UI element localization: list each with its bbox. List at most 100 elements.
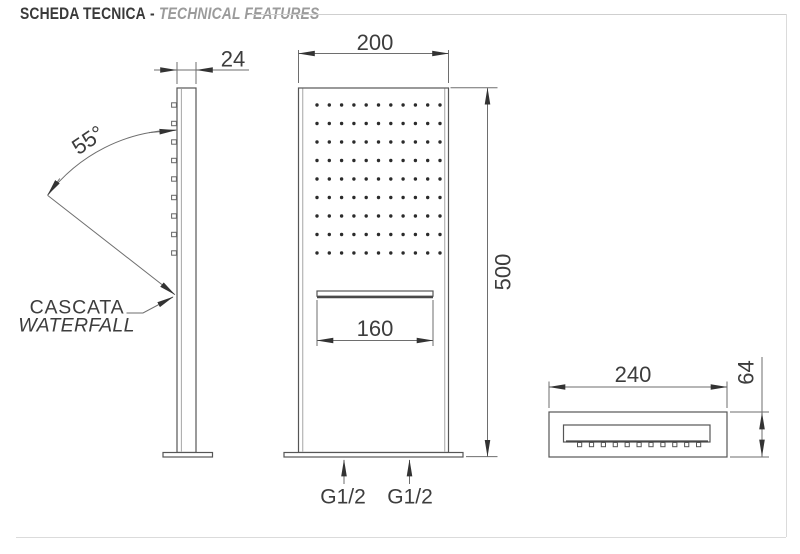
nozzle-tick [171, 176, 177, 182]
nozzle-dot [376, 177, 381, 181]
nozzle-tooth [696, 442, 702, 448]
nozzle-dot [327, 214, 331, 218]
nozzle-dot [327, 251, 331, 255]
connection-right-label: G1/2 [387, 486, 433, 509]
base-width-value: 240 [615, 362, 652, 387]
nozzle-dot [401, 177, 405, 181]
nozzle-dot [315, 158, 319, 163]
nozzle-dot [339, 195, 344, 200]
nozzle-dot [413, 140, 418, 144]
nozzle-dot [376, 251, 381, 255]
nozzle-dot [401, 195, 405, 200]
nozzle-dot [376, 232, 381, 237]
side-view: 24 55° CASCATA WATERFALL [18, 47, 249, 458]
connections-g12: G1/2 G1/2 [320, 459, 433, 509]
thickness-value: 24 [221, 47, 245, 72]
nozzle-dot [339, 121, 344, 126]
nozzle-dot [364, 232, 368, 237]
title-italian: SCHEDA TECNICA [20, 5, 146, 23]
nozzle-dot [438, 232, 442, 237]
nozzle-dot [438, 103, 442, 107]
nozzle-dot [339, 232, 344, 237]
nozzle-dot [413, 195, 418, 200]
nozzle-dot [376, 140, 381, 144]
nozzle-dot [438, 195, 442, 200]
nozzle-dot [315, 214, 319, 218]
base-nozzle-teeth [577, 442, 702, 448]
nozzle-dot [389, 195, 393, 200]
nozzle-dot [315, 103, 319, 107]
nozzle-tooth [600, 442, 606, 448]
nozzle-dot [389, 140, 393, 144]
nozzle-dot [364, 121, 368, 126]
base-slot-outline [562, 424, 711, 443]
nozzle-dot [401, 140, 405, 144]
nozzle-dot [315, 177, 319, 181]
side-base-plate [162, 451, 214, 458]
nozzle-dot [352, 251, 356, 255]
nozzle-dot [389, 177, 393, 181]
nozzle-tick [171, 102, 177, 108]
nozzle-dot [389, 103, 393, 107]
dimension-slot-160: 160 [316, 300, 434, 346]
nozzle-tooth [648, 442, 654, 448]
nozzle-tooth [612, 442, 618, 448]
nozzle-dot [376, 214, 381, 218]
nozzle-dot [413, 251, 418, 255]
dimension-thickness-24: 24 [154, 47, 249, 84]
nozzle-dot [339, 251, 344, 255]
nozzle-dot [352, 232, 356, 237]
nozzle-dot [315, 121, 319, 126]
nozzle-dot [327, 140, 331, 144]
nozzle-dot [413, 214, 418, 218]
nozzle-dot [426, 195, 430, 200]
nozzle-dot [438, 251, 442, 255]
height-value: 500 [491, 254, 516, 291]
dimension-base-height-64: 64 [730, 357, 769, 458]
nozzle-dot [339, 214, 344, 218]
nozzle-tooth [624, 442, 630, 448]
nozzle-tooth [588, 442, 595, 448]
nozzle-dot [426, 140, 430, 144]
nozzle-dot [352, 103, 356, 107]
nozzle-dot [389, 214, 393, 218]
front-view: 200 160 500 G1/2 G1/2 [283, 30, 516, 509]
header-rule [249, 14, 786, 15]
nozzle-dot [389, 158, 393, 163]
nozzle-dot [401, 232, 405, 237]
nozzle-dot [364, 214, 368, 218]
dimension-base-width-240: 240 [548, 362, 728, 408]
nozzle-dot [376, 121, 381, 126]
nozzle-dot [352, 214, 356, 218]
nozzle-dot [315, 251, 319, 255]
nozzle-tick [171, 120, 177, 127]
nozzle-tooth [672, 442, 678, 448]
nozzle-dot [413, 103, 418, 107]
nozzle-dot [376, 195, 381, 200]
callout-cascata: CASCATA [30, 297, 125, 319]
nozzle-dot [327, 121, 331, 126]
waterfall-slot [316, 290, 434, 297]
callout-waterfall: WATERFALL [18, 315, 134, 337]
nozzle-dot [364, 251, 368, 255]
nozzle-dot [327, 195, 331, 200]
front-base-plate [283, 451, 464, 458]
nozzle-dot [339, 103, 344, 107]
side-nozzle-ticks [171, 102, 177, 256]
nozzle-dot [376, 158, 381, 163]
front-panel-outline [297, 87, 450, 454]
nozzle-tick [171, 139, 177, 145]
nozzle-dot [352, 158, 356, 163]
waterfall-callout: CASCATA WATERFALL [18, 297, 174, 337]
nozzle-dot [438, 214, 442, 218]
nozzle-tick [171, 194, 177, 201]
bottom-view: 240 64 [548, 357, 769, 458]
nozzle-tick [171, 213, 177, 219]
nozzle-dot [426, 232, 430, 237]
nozzle-dot [438, 140, 442, 144]
nozzle-dot [401, 121, 405, 126]
nozzle-tooth [684, 442, 690, 448]
nozzle-dot [401, 251, 405, 255]
nozzle-dot [327, 103, 331, 107]
nozzle-dot [401, 214, 405, 218]
